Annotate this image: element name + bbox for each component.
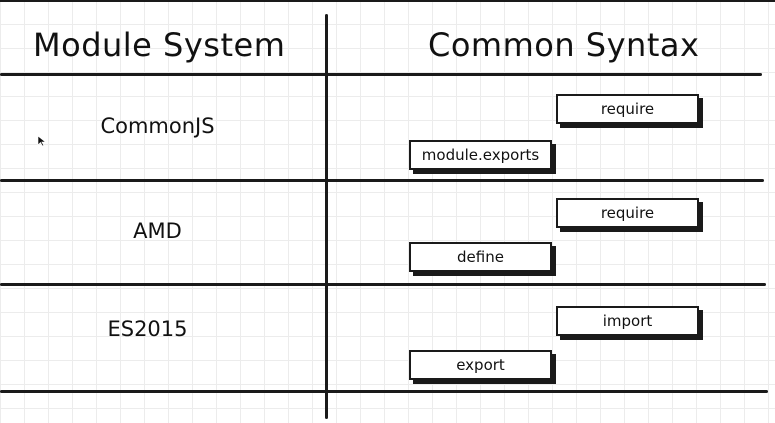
row-divider-3 xyxy=(0,390,768,393)
row-label-es2015: ES2015 xyxy=(107,317,188,341)
row-divider-2 xyxy=(0,283,766,286)
header-common-syntax: Common Syntax xyxy=(428,26,700,64)
column-divider xyxy=(325,14,328,419)
syntax-export: export xyxy=(409,350,552,380)
syntax-define: define xyxy=(409,242,552,272)
header-module-system: Module System xyxy=(33,26,286,64)
mouse-cursor-icon xyxy=(37,135,47,147)
row-label-commonjs: CommonJS xyxy=(100,114,215,138)
syntax-module-exports: module.exports xyxy=(409,140,552,170)
header-divider xyxy=(0,73,762,76)
row-divider-1 xyxy=(0,179,764,182)
syntax-require-commonjs: require xyxy=(556,94,699,124)
top-border-line xyxy=(0,0,775,2)
row-label-amd: AMD xyxy=(133,219,182,243)
syntax-require-amd: require xyxy=(556,198,699,228)
syntax-import: import xyxy=(556,306,699,336)
